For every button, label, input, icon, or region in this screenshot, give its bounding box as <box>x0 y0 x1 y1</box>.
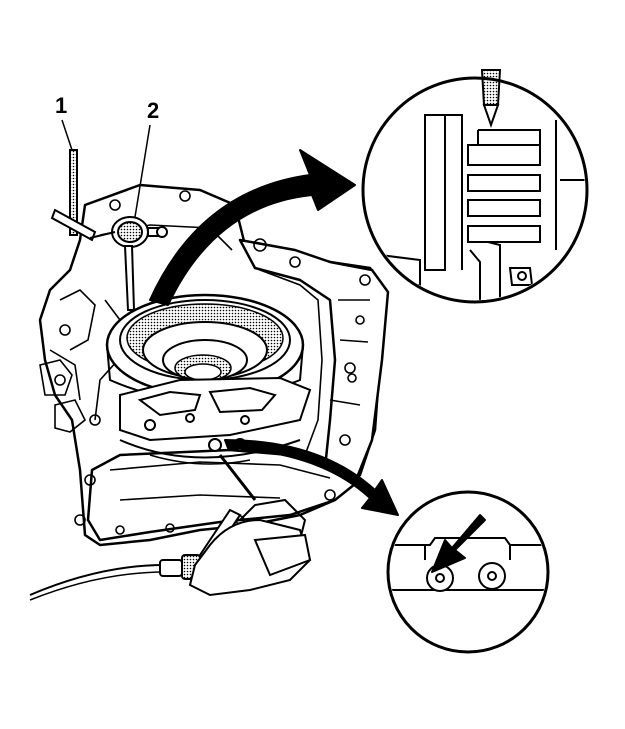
hand-with-air-nozzle <box>29 454 312 601</box>
pointer-arrow-icon <box>431 514 486 573</box>
clutch-drum <box>105 293 305 401</box>
upper-detail-view <box>361 69 589 304</box>
callout-2: 2 <box>147 98 160 123</box>
lower-detail-view <box>386 490 550 654</box>
dial-tip-icon <box>480 69 502 129</box>
dial-indicator <box>89 124 168 311</box>
callout-1: 1 <box>55 93 68 118</box>
lower-curved-arrow <box>224 439 399 516</box>
upper-curved-arrow <box>149 149 356 306</box>
pin-tool <box>50 119 97 242</box>
